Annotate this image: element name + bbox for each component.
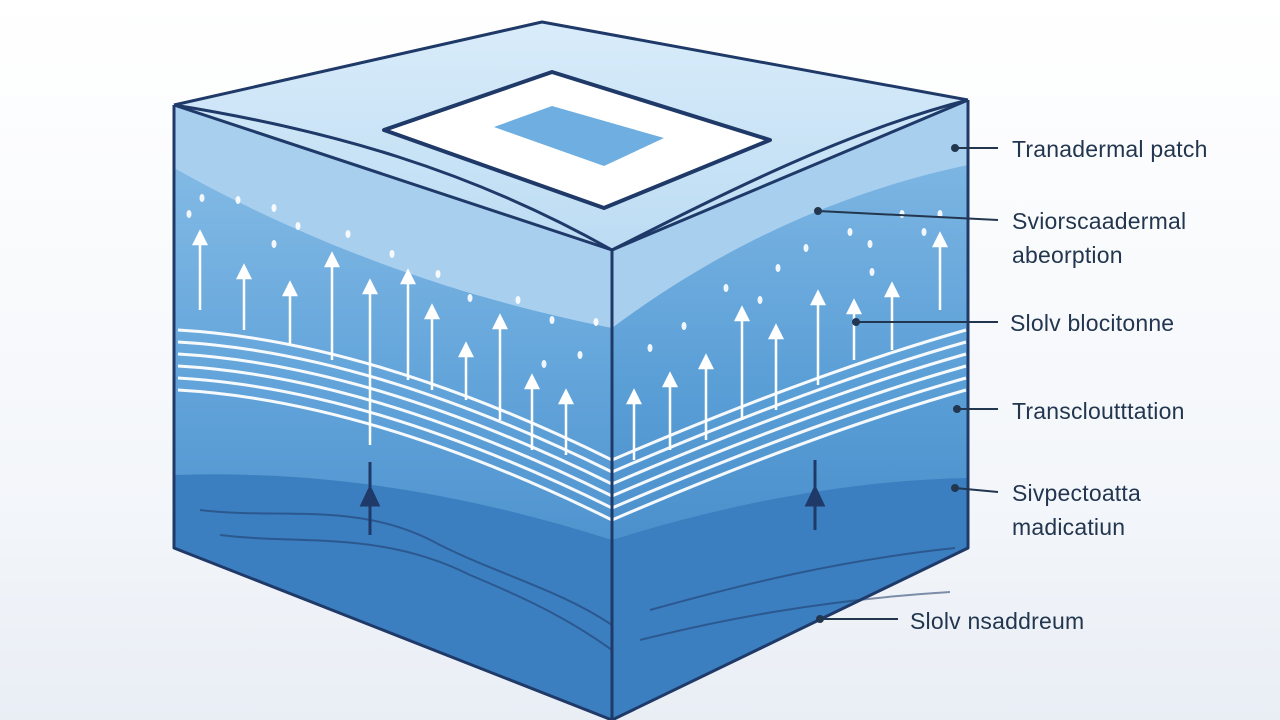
right-stripes [611,328,967,522]
label-transdermal-patch: Tranadermal patch [1012,132,1208,166]
label-medication: Sivpectoatta madicatiun [1012,476,1141,544]
right-arrows [625,231,949,460]
label-line: madicatiun [1012,514,1126,540]
label-line: Sviorscaadermal [1012,208,1187,234]
left-arrows [191,229,575,455]
right-lower-layer [612,478,968,720]
label-line: Slolv blocitonne [1010,310,1175,336]
label-slow-blood: Slolv blocitonne [1010,306,1174,340]
leader-lines [814,144,999,623]
label-slow-ns: Slolv nsaddreum [910,604,1084,638]
label-transcl: Transcloutttation [1012,394,1185,428]
left-top-band [174,105,612,328]
label-line: Transcloutttation [1012,398,1185,424]
cube-outline [172,20,970,720]
label-line: Tranadermal patch [1012,136,1208,162]
patch-icon [382,70,772,210]
droplets [186,194,943,368]
right-top-band [612,100,968,328]
label-line: Sivpectoatta [1012,480,1141,506]
label-line: abeorption [1012,242,1123,268]
left-lower-layer [174,474,612,720]
deep-arrows [359,460,826,535]
bottom-squiggles [199,509,956,651]
left-stripes [177,328,613,522]
label-absorption: Sviorscaadermal abeorption [1012,204,1186,272]
label-line: Slolv nsaddreum [910,608,1085,634]
